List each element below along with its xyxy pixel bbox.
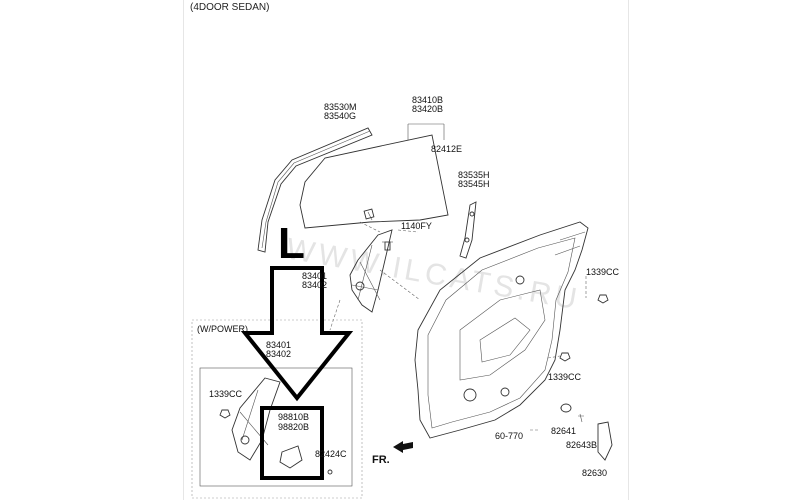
label-82630[interactable]: 82630 — [582, 468, 607, 478]
svg-text:83401: 83401 — [302, 271, 327, 281]
annotation-arrow — [240, 266, 354, 402]
svg-text:83545H: 83545H — [458, 179, 490, 189]
label-1339cc-power[interactable]: 1339CC — [209, 389, 243, 399]
svg-text:1339CC: 1339CC — [586, 267, 620, 277]
window-regulator[interactable] — [349, 229, 393, 313]
svg-text:1339CC: 1339CC — [548, 372, 582, 382]
power-section-box — [191, 319, 363, 499]
label-82641[interactable]: 82641 — [551, 426, 576, 436]
window-motor[interactable] — [279, 445, 303, 469]
svg-text:83402: 83402 — [302, 280, 327, 290]
label-60-770[interactable]: 60-770 — [495, 431, 523, 441]
bolt-1339cc-power[interactable] — [219, 409, 231, 419]
rear-guide-rail[interactable] — [459, 201, 477, 259]
diagram-title: (4DOOR SEDAN) — [190, 2, 269, 13]
annotation-letter: L — [278, 219, 305, 268]
label-83410b[interactable]: 83410B 83420B — [412, 95, 443, 114]
label-83401-upper[interactable]: 83401 83402 — [302, 271, 327, 290]
window-run-channel[interactable] — [257, 127, 373, 253]
right-margin — [627, 0, 810, 500]
diagram-sheet — [183, 0, 629, 500]
power-section-label: (W/POWER) — [197, 324, 248, 334]
label-98810b[interactable]: 98810B 98820B — [278, 412, 309, 432]
svg-text:83401: 83401 — [266, 340, 291, 350]
watermark: WWW.ILCATS.RU — [284, 232, 583, 316]
svg-text:83420B: 83420B — [412, 104, 443, 114]
svg-text:83535H: 83535H — [458, 170, 490, 180]
svg-text:98820B: 98820B — [278, 422, 309, 432]
clip-82643b[interactable] — [578, 413, 584, 423]
svg-text:82412E: 82412E — [431, 144, 462, 154]
label-83535h[interactable]: 83535H 83545H — [458, 170, 490, 189]
label-1339cc-middle[interactable]: 1339CC — [548, 372, 582, 382]
svg-text:83530M: 83530M — [324, 102, 357, 112]
motor-bolt-82424c[interactable] — [327, 469, 333, 475]
grommet-82641[interactable] — [560, 403, 572, 413]
label-83530m[interactable]: 83530M 83540G — [324, 102, 357, 121]
svg-text:1140FY: 1140FY — [401, 221, 432, 231]
door-panel[interactable] — [414, 221, 589, 439]
svg-text:60-770: 60-770 — [495, 431, 523, 441]
power-inner-box — [199, 367, 353, 487]
svg-text:83410B: 83410B — [412, 95, 443, 105]
svg-text:82630: 82630 — [582, 468, 607, 478]
label-83401-power[interactable]: 83401 83402 — [266, 340, 291, 359]
outside-handle-82630[interactable] — [597, 421, 613, 461]
bolt-1339cc-upper[interactable] — [597, 294, 609, 304]
svg-text:83540G: 83540G — [324, 111, 356, 121]
svg-text:98810B: 98810B — [278, 412, 309, 422]
left-margin — [0, 0, 183, 500]
bolt-1339cc-middle[interactable] — [559, 352, 571, 362]
door-glass[interactable] — [299, 134, 449, 229]
svg-text:1339CC: 1339CC — [209, 389, 243, 399]
svg-text:82643B: 82643B — [566, 440, 597, 450]
annotation-highlight-box — [260, 406, 324, 480]
label-82424c[interactable]: 82424C — [315, 449, 347, 459]
front-direction-label: FR. — [372, 454, 390, 466]
svg-text:82424C: 82424C — [315, 449, 347, 459]
svg-text:83402: 83402 — [266, 349, 291, 359]
label-82412e[interactable]: 82412E — [431, 144, 462, 154]
label-1339cc-right[interactable]: 1339CC — [586, 267, 620, 277]
label-82643b[interactable]: 82643B — [566, 440, 597, 450]
front-direction-arrow — [393, 441, 413, 453]
label-1140fy[interactable]: 1140FY — [401, 221, 432, 231]
svg-text:82641: 82641 — [551, 426, 576, 436]
